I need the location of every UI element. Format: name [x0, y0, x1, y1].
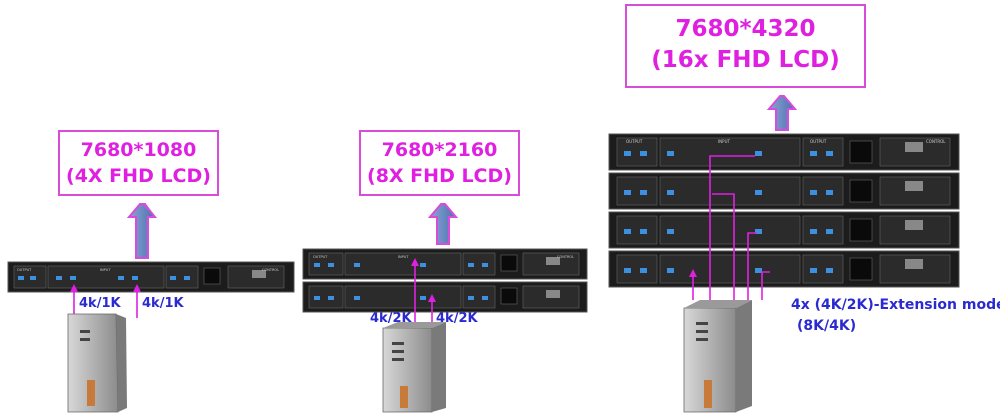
input-label-2b: 4k/2K	[436, 311, 478, 326]
svg-text:INPUT: INPUT	[398, 255, 409, 259]
svg-text:OUTPUT: OUTPUT	[626, 139, 643, 144]
svg-text:OUTPUT: OUTPUT	[810, 139, 827, 144]
panel-label-3: (16x FHD LCD)	[651, 47, 840, 74]
svg-text:CONTROL: CONTROL	[926, 139, 946, 144]
svg-text:INPUT: INPUT	[718, 139, 731, 144]
video-wall-processor-1: OUTPUT INPUT CONTROL	[7, 261, 295, 293]
cable-arrowheads	[70, 258, 697, 302]
resolution-label-3: 7680*4320	[675, 16, 816, 42]
svg-text:OUTPUT: OUTPUT	[17, 268, 32, 272]
resolution-label-2: 7680*2160	[381, 139, 498, 161]
video-wall-processor-2: OUTPUT INPUT CONTROL	[302, 248, 588, 313]
panel-label-2: (8X FHD LCD)	[367, 164, 512, 187]
mode-sub-label: (8K/4K)	[797, 318, 857, 334]
svg-text:INPUT: INPUT	[100, 268, 111, 272]
up-arrow-2	[427, 203, 459, 245]
pc-tower-1	[67, 313, 127, 413]
svg-text:OUTPUT: OUTPUT	[313, 255, 328, 259]
resolution-box-2: 7680*2160 (8X FHD LCD)	[359, 130, 520, 196]
resolution-label-1: 7680*1080	[80, 139, 197, 161]
input-label-1b: 4k/1K	[142, 296, 184, 311]
panel-label-1: (4X FHD LCD)	[66, 164, 211, 187]
svg-text:CONTROL: CONTROL	[262, 268, 279, 272]
pc-tower-3	[683, 300, 752, 413]
up-arrow-1	[126, 203, 158, 259]
video-wall-processor-3: OUTPUT INPUT OUTPUT CONTROL	[608, 133, 960, 288]
up-arrow-3	[766, 95, 798, 131]
svg-text:CONTROL: CONTROL	[557, 255, 574, 259]
mode-label: 4x (4K/2K)-Extension mode	[791, 297, 1000, 313]
input-label-1a: 4k/1K	[79, 296, 121, 311]
resolution-box-1: 7680*1080 (4X FHD LCD)	[58, 130, 219, 196]
resolution-box-3: 7680*4320 (16x FHD LCD)	[625, 4, 866, 88]
pc-tower-2	[382, 322, 446, 413]
input-cables	[73, 155, 770, 332]
